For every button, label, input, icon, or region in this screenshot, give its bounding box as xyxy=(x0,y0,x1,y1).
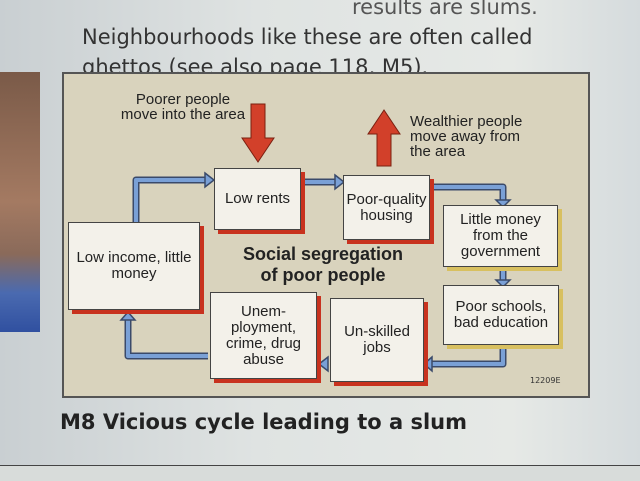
arrow-blue xyxy=(432,346,507,368)
table-edge xyxy=(0,465,640,481)
box-poor-schools: Poor schools, bad education xyxy=(443,285,559,345)
box-unskilled-jobs: Un-skilled jobs xyxy=(330,298,424,382)
figure-caption: M8 Vicious cycle leading to a slum xyxy=(60,410,467,434)
text-line: results are slums. xyxy=(352,0,538,19)
side-photo xyxy=(0,72,40,332)
arrow-up-red xyxy=(367,109,401,167)
figure-code: 12209E xyxy=(530,376,561,385)
box-poor-housing: Poor-quality housing xyxy=(343,175,430,240)
text-line: Neighbourhoods like these are often call… xyxy=(82,25,533,49)
box-little-money: Little money from the government xyxy=(443,205,558,267)
center-label: Social segregation of poor people xyxy=(242,244,404,285)
arrow-blue xyxy=(132,176,205,222)
arrow-down-red xyxy=(241,103,275,163)
box-low-income: Low income, little money xyxy=(68,222,200,310)
wealthier-label: Wealthier people move away from the area xyxy=(410,113,523,160)
poorer-label: Poorer people move into the area xyxy=(120,91,246,123)
box-unemployment: Unem-ployment, crime, drug abuse xyxy=(210,292,317,379)
box-low-rents: Low rents xyxy=(214,168,301,230)
arrow-blue xyxy=(124,320,208,360)
